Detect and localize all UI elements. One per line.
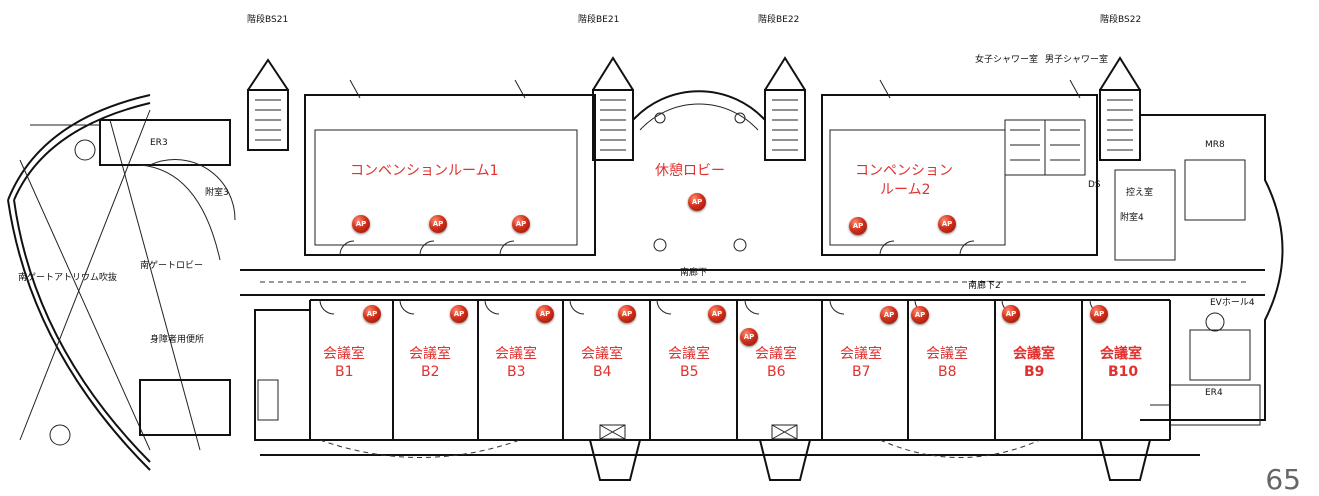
room-label-b10-line2: B10	[1108, 364, 1139, 380]
access-point-marker: AP	[363, 305, 381, 323]
room-label-b8-line2: B8	[938, 364, 957, 380]
room-label-rest-lobby: 休憩ロビー	[655, 163, 725, 179]
access-point-marker: AP	[740, 328, 758, 346]
shower-m-label: 男子シャワー室	[1045, 55, 1109, 65]
room-label-b7-line2: B7	[852, 364, 871, 380]
room-label-b10-line1: 会議室	[1100, 346, 1142, 362]
room-label-b2-line2: B2	[421, 364, 440, 380]
room-label-b9-line1: 会議室	[1013, 346, 1055, 362]
room-label-b3-line1: 会議室	[495, 346, 537, 362]
corridor-label: 南廊下	[680, 268, 708, 278]
access-point-marker: AP	[911, 306, 929, 324]
room-label-b7-line1: 会議室	[840, 346, 882, 362]
access-point-marker: AP	[849, 217, 867, 235]
room-label-b1-line1: 会議室	[323, 346, 365, 362]
access-point-marker: AP	[429, 215, 447, 233]
room-label-b1-line2: B1	[335, 364, 354, 380]
south-gate-atrium-label: 南ゲートアトリウム吹抜	[18, 273, 118, 283]
access-point-marker: AP	[1090, 305, 1108, 323]
page-number: 65	[1265, 463, 1301, 496]
ev-hall-label: EVホール4	[1210, 298, 1255, 308]
access-point-marker: AP	[880, 306, 898, 324]
room-label-b4-line2: B4	[593, 364, 612, 380]
access-point-marker: AP	[352, 215, 370, 233]
room-label-convention-2-line1: コンペンション	[855, 163, 953, 179]
room-label-b5-line2: B5	[680, 364, 699, 380]
anteroom3-label: 附室3	[205, 188, 229, 198]
shower-f-label: 女子シャワー室	[975, 55, 1039, 65]
room-label-b9-line2: B9	[1024, 364, 1045, 380]
stair-label-be22: 階段BE22	[758, 15, 800, 25]
er4-label: ER4	[1205, 388, 1223, 398]
room-label-convention-1: コンベンションルーム1	[350, 163, 499, 179]
stair-label-be21: 階段BE21	[578, 15, 620, 25]
anteroom4-label: 附室4	[1120, 213, 1144, 223]
stair-label-bs21: 階段BS21	[247, 15, 289, 25]
mr8-label: MR8	[1205, 140, 1225, 150]
room-label-b5-line1: 会議室	[668, 346, 710, 362]
er3-label: ER3	[150, 138, 168, 148]
access-point-marker: AP	[708, 305, 726, 323]
room-label-convention-2-line2: ルーム2	[880, 182, 931, 198]
room-label-b6-line1: 会議室	[755, 346, 797, 362]
room-label-b4-line1: 会議室	[581, 346, 623, 362]
access-point-marker: AP	[1002, 305, 1020, 323]
access-point-marker: AP	[536, 305, 554, 323]
handicap-wc-label: 身障者用便所	[150, 335, 205, 345]
room-label-b6-line2: B6	[767, 364, 786, 380]
room-label-b2-line1: 会議室	[409, 346, 451, 362]
access-point-marker: AP	[618, 305, 636, 323]
room-label-b3-line2: B3	[507, 364, 526, 380]
waiting-room-label: 控え室	[1126, 188, 1154, 198]
ds-label: DS	[1088, 180, 1101, 190]
room-label-b8-line1: 会議室	[926, 346, 968, 362]
access-point-marker: AP	[450, 305, 468, 323]
stair-label-bs22: 階段BS22	[1100, 15, 1142, 25]
corridor2-label: 南廊下2	[968, 281, 1001, 291]
south-gate-lobby-label: 南ゲートロビー	[140, 261, 204, 271]
access-point-marker: AP	[512, 215, 530, 233]
access-point-marker: AP	[938, 215, 956, 233]
access-point-marker: AP	[688, 193, 706, 211]
